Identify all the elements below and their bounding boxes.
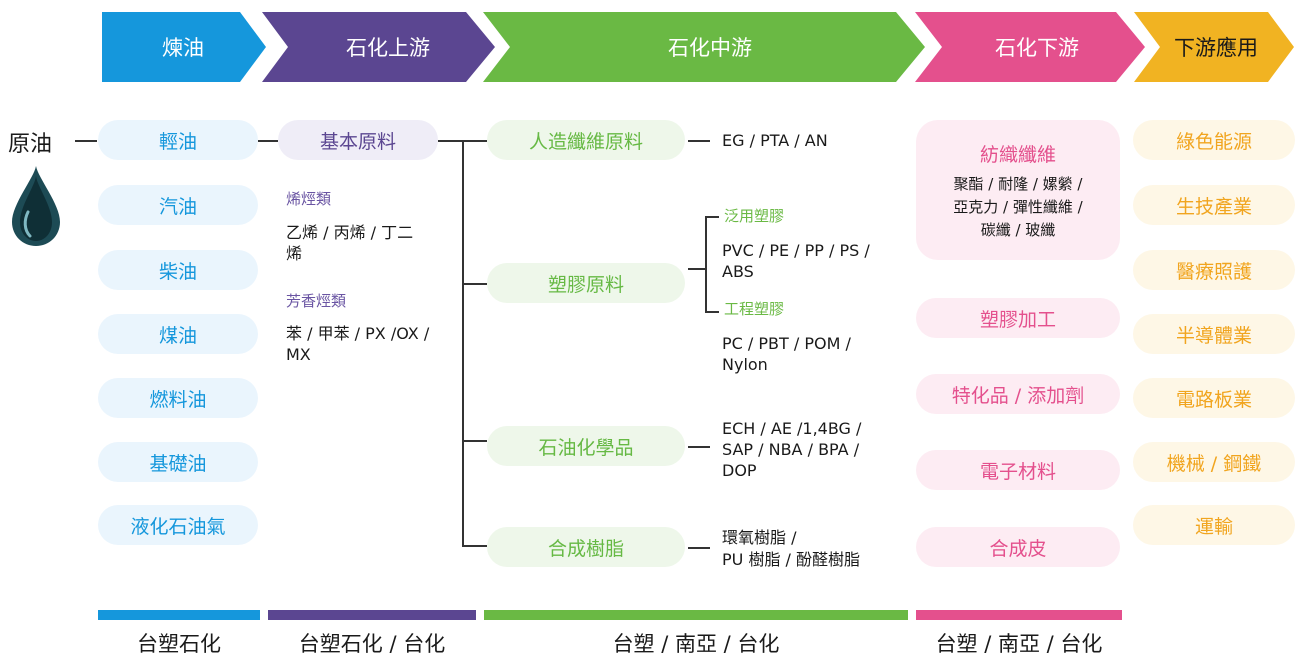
downstream-item: 電子材料 [916, 450, 1120, 490]
refining-product: 液化石油氣 [98, 505, 258, 545]
chemicals-connector [688, 446, 710, 448]
crude-connector [75, 140, 97, 142]
textile-title: 紡織纖維 [979, 144, 1056, 166]
downstream-item: 塑膠加工 [916, 298, 1120, 338]
plastic-materials-pill: 塑膠原料 [487, 263, 685, 303]
header-upstream: 石化上游 [346, 36, 430, 60]
application-item: 運輸 [1133, 505, 1295, 545]
aromatics-items: 苯 / 甲苯 / PX /OX / MX [286, 324, 430, 364]
downstream-arrow-shape [915, 12, 1145, 82]
crude-oil-label: 原油 [8, 132, 53, 157]
tree-vertical [462, 140, 464, 546]
applications-arrow-shape [1134, 12, 1294, 82]
header-applications: 下游應用 [1174, 36, 1258, 60]
refining-product: 柴油 [98, 250, 258, 290]
textile-line2: 亞克力 / 彈性纖維 / [953, 198, 1083, 216]
refining-product: 汽油 [98, 185, 258, 225]
textile-line3: 碳纖 / 玻纖 [980, 221, 1056, 239]
resin-connector [688, 547, 710, 549]
plastic-connector [688, 268, 706, 270]
midstream-company: 台塑 / 南亞 / 台化 [612, 632, 780, 656]
upstream-company: 台塑石化 / 台化 [298, 632, 446, 656]
basic-materials-pill: 基本原料 [278, 120, 438, 160]
upstream-bar [268, 610, 476, 620]
application-item: 綠色能源 [1133, 120, 1295, 160]
textile-card [916, 120, 1120, 260]
synthetic-resin-pill: 合成樹脂 [487, 527, 685, 567]
refining-product: 燃料油 [98, 378, 258, 418]
downstream-item: 合成皮 [916, 527, 1120, 567]
header-downstream: 石化下游 [995, 36, 1079, 60]
refining-company: 台塑石化 [137, 632, 221, 656]
textile-line1: 聚酯 / 耐隆 / 嫘縈 / [953, 175, 1083, 193]
header-midstream: 石化中游 [668, 36, 752, 60]
downstream-bar [916, 610, 1122, 620]
resin-products-line2: PU 樹脂 / 酚醛樹脂 [722, 550, 861, 569]
general-plastics-title: 泛用塑膠 [724, 207, 785, 225]
refining-arrow-shape [102, 12, 266, 82]
fiber-materials-pill: 人造纖維原料 [487, 120, 685, 160]
plastic-bracket-bottom [705, 311, 719, 313]
plastic-bracket-top [705, 216, 719, 218]
engineering-plastics-items: PC / PBT / POM / Nylon [722, 334, 851, 374]
header-arrows [102, 12, 1294, 82]
tree-branch [462, 440, 487, 442]
refining-upstream-connector [258, 140, 278, 142]
refining-product: 煤油 [98, 314, 258, 354]
downstream-company: 台塑 / 南亞 / 台化 [935, 632, 1103, 656]
midstream-bar [484, 610, 908, 620]
application-item: 機械 / 鋼鐵 [1133, 442, 1295, 482]
refining-product: 基礎油 [98, 442, 258, 482]
application-item: 生技產業 [1133, 185, 1295, 225]
downstream-item: 特化品 / 添加劑 [916, 374, 1120, 414]
tree-branch [462, 283, 487, 285]
resin-products-line1: 環氧樹脂 / [722, 528, 797, 547]
refining-product: 輕油 [98, 120, 258, 160]
olefins-items: 乙烯 / 丙烯 / 丁二烯 [286, 223, 414, 263]
midstream-arrow-shape [483, 12, 925, 82]
header-refining: 煉油 [162, 36, 204, 60]
engineering-plastics-title: 工程塑膠 [724, 300, 785, 318]
olefins-title: 烯烴類 [286, 190, 332, 208]
tree-branch [462, 545, 487, 547]
oil-drop-icon [12, 166, 60, 246]
application-item: 醫療照護 [1133, 250, 1295, 290]
fiber-connector [688, 140, 710, 142]
petrochemical-products: ECH / AE /1,4BG / SAP / NBA / BPA / DOP [722, 419, 862, 480]
plastic-bracket [705, 216, 707, 312]
fiber-products: EG / PTA / AN [722, 131, 828, 150]
refining-bar [98, 610, 260, 620]
general-plastics-items: PVC / PE / PP / PS / ABS [722, 241, 870, 281]
petrochemicals-pill: 石油化學品 [487, 426, 685, 466]
application-item: 電路板業 [1133, 378, 1295, 418]
upstream-arrow-shape [262, 12, 495, 82]
aromatics-title: 芳香烴類 [286, 292, 347, 310]
application-item: 半導體業 [1133, 314, 1295, 354]
